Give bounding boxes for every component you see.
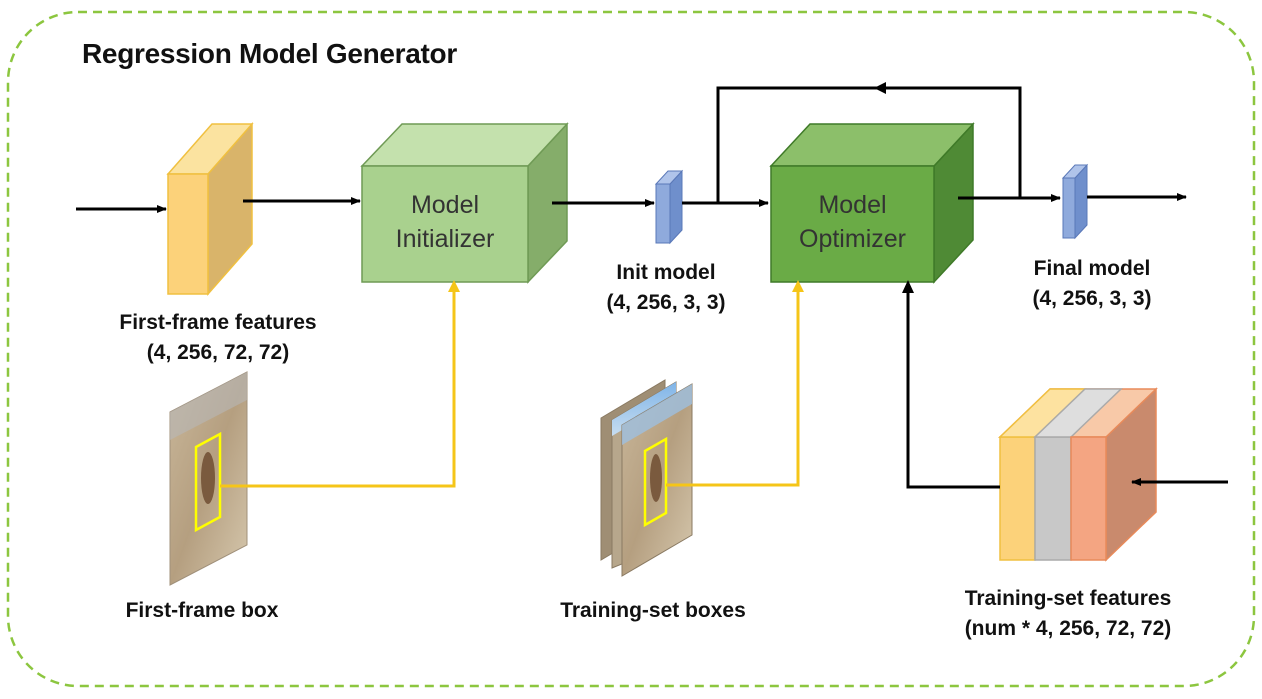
- training-set-features-label: Training-set features (num * 4, 256, 72,…: [940, 584, 1196, 644]
- training-set-features-name: Training-set features: [964, 587, 1172, 610]
- final-model-label: Final model (4, 256, 3, 3): [1012, 254, 1172, 314]
- training-set-features-block: [998, 387, 1158, 562]
- init-model-name: Init model: [616, 261, 716, 284]
- training-set-target-box: [643, 436, 668, 528]
- first-frame-features-name: First-frame features: [119, 311, 317, 334]
- feedback-loop-path: [716, 86, 1022, 203]
- first-frame-box-image: [169, 371, 248, 586]
- training-set-features-shape: (num * 4, 256, 72, 72): [964, 617, 1172, 640]
- training-set-boxes-image: [600, 379, 693, 577]
- model-initializer-line1: Model: [410, 191, 480, 219]
- first-frame-target-box: [194, 431, 222, 533]
- first-frame-box-connector: [220, 286, 456, 488]
- first-frame-features-block: [166, 122, 254, 296]
- init-model-label: Init model (4, 256, 3, 3): [586, 258, 746, 318]
- first-frame-features-label: First-frame features (4, 256, 72, 72): [92, 308, 344, 368]
- training-set-boxes-name: Training-set boxes: [560, 599, 746, 622]
- init-model-block: [654, 169, 684, 245]
- training-set-boxes-label: Training-set boxes: [540, 596, 766, 626]
- model-initializer-line2: Initializer: [395, 225, 495, 253]
- model-initializer-block: [360, 122, 569, 284]
- feedback-loop-arrowhead: [874, 82, 886, 94]
- model-optimizer-line2: Optimizer: [799, 225, 906, 253]
- final-model-block: [1061, 163, 1089, 240]
- first-frame-box-label: First-frame box: [104, 596, 300, 626]
- first-frame-features-shape: (4, 256, 72, 72): [146, 341, 290, 364]
- first-frame-box-connector-arrowhead: [448, 280, 460, 292]
- first-frame-box-name: First-frame box: [125, 599, 279, 622]
- model-optimizer-line1: Model: [818, 191, 887, 219]
- init-model-shape: (4, 256, 3, 3): [606, 291, 726, 314]
- training-set-boxes-connector: [666, 286, 800, 487]
- diagram-title: Regression Model Generator: [82, 38, 457, 69]
- training-features-to-optimizer-arrowhead: [902, 280, 914, 293]
- model-initializer-label: Model Initializer: [362, 188, 528, 256]
- final-model-name: Final model: [1033, 257, 1151, 280]
- model-optimizer-block: [769, 122, 975, 284]
- training-set-boxes-connector-arrowhead: [792, 280, 804, 292]
- final-model-shape: (4, 256, 3, 3): [1032, 287, 1152, 310]
- model-optimizer-label: Model Optimizer: [771, 188, 934, 256]
- training-features-to-optimizer-path: [906, 284, 1000, 489]
